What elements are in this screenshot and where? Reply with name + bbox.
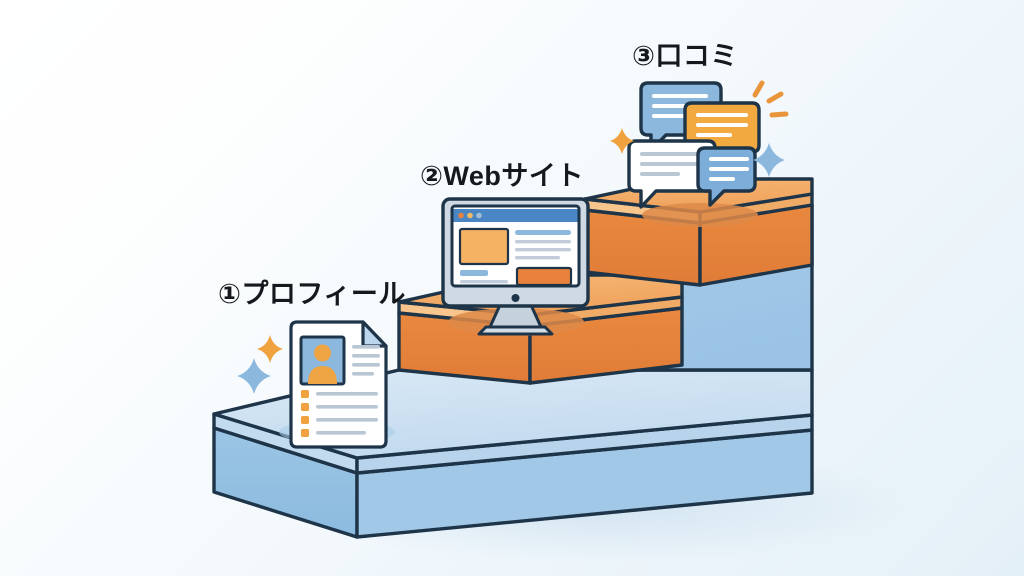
sparkle-blue-upper-right [753,143,785,177]
profile-document-icon [279,320,395,449]
sparkle-orange-upper-left [610,128,634,154]
browser-subheading [460,270,488,276]
desktop-monitor-icon [441,197,590,336]
browser-cta-button [515,266,573,287]
bullet-square-4 [301,429,309,437]
avatar-body-icon [308,366,337,384]
chat-bubble-bottom-right [696,146,757,207]
step-3-top-orange [583,177,814,287]
document-header-lines [352,345,380,376]
bullet-square-2 [301,403,309,411]
step-3-object-shadow [642,203,758,227]
bubble-text-lines [709,157,749,181]
monitor-screen [450,204,581,288]
browser-hero-image [458,227,510,266]
sparkle-orange-lower-left [257,335,283,363]
step-3-label: ③口コミ [632,41,738,71]
excitement-line-3 [769,111,789,118]
bullet-square-3 [301,416,309,424]
browser-body-line [460,280,508,284]
excitement-line-2 [766,91,784,104]
browser-dot-close-icon [458,212,464,219]
step-1-label: ①プロフィール [218,279,406,309]
monitor-power-dot [511,294,520,302]
chat-bubble-middle-left [627,139,717,209]
excitement-lines [752,80,789,118]
browser-dot-minimize-icon [467,212,473,219]
browser-title-bar [453,209,578,222]
bullet-square-1 [301,390,309,398]
chat-bubbles-icon [627,80,789,209]
browser-dot-maximize-icon [476,212,482,219]
bubble-text-lines [696,113,748,137]
sparkles-group [237,128,785,394]
browser-text-column [515,230,571,260]
sparkle-blue-lower-left [237,358,271,394]
monitor-stand-neck [488,303,543,329]
avatar-head-icon [314,344,331,362]
excitement-line-1 [752,80,765,98]
document-corner-fold [361,320,388,348]
step-2-label: ②Webサイト [420,161,584,191]
bubble-text-lines [640,152,702,176]
document-bullet-list [301,390,378,437]
